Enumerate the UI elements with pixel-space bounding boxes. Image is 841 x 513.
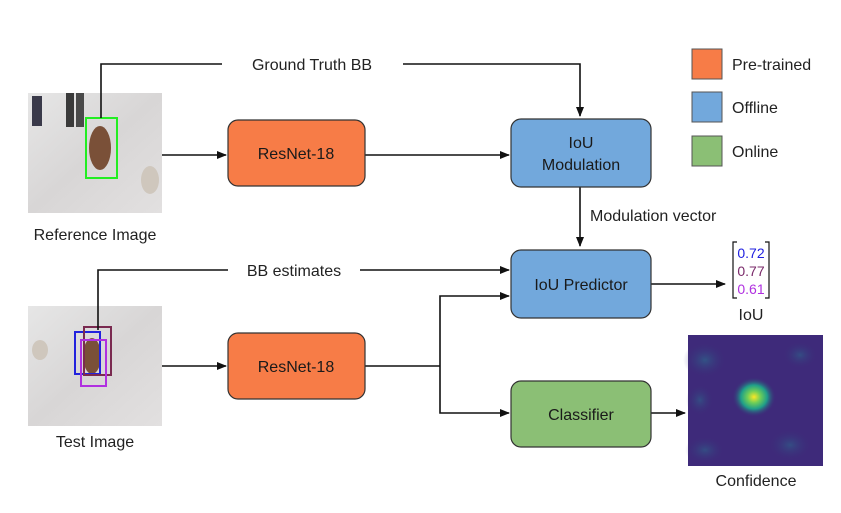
person-legs: [66, 93, 74, 127]
resnet-top-box: [227, 119, 366, 187]
legend-swatch-offline: [691, 91, 723, 123]
reference-image: [28, 93, 162, 213]
test-image: [28, 306, 162, 426]
resnet-bottom-box: [227, 332, 366, 400]
legend-label-offline: Offline: [732, 100, 778, 117]
test-image-caption: Test Image: [56, 434, 134, 451]
legend-swatch-pretrained: [691, 48, 723, 80]
confidence-peak: [732, 377, 776, 417]
confidence-map: [683, 335, 823, 466]
iou-modulation-label-line1: IoU: [569, 135, 594, 152]
legend-label-online: Online: [732, 144, 778, 161]
legend: Pre-trained Offline Online: [691, 48, 811, 167]
iou-caption: IoU: [739, 307, 764, 324]
iou-modulation-label-line2: Modulation: [542, 157, 620, 174]
right-bracket: [765, 241, 770, 299]
dog-shape: [89, 126, 111, 170]
iou-value-2: 0.77: [737, 263, 764, 279]
resnet-top-label: ResNet-18: [258, 146, 335, 163]
iou-modulation-box: [510, 118, 652, 188]
left-bracket: [732, 241, 737, 299]
iou-value-3: 0.61: [737, 281, 764, 297]
confidence-caption: Confidence: [716, 473, 797, 490]
iou-vector: 0.72 0.77 0.61: [732, 241, 770, 299]
iou-value-1: 0.72: [737, 245, 764, 261]
iou-predictor-label: IoU Predictor: [534, 277, 628, 294]
reference-image-caption: Reference Image: [34, 227, 157, 244]
dog-shape: [83, 338, 101, 374]
classifier-label: Classifier: [548, 407, 614, 424]
ground-truth-label: Ground Truth BB: [252, 57, 372, 74]
legend-label-pretrained: Pre-trained: [732, 57, 811, 74]
dog-shape: [141, 166, 159, 194]
connector-lines: [97, 63, 726, 417]
bb-estimate-box: [80, 339, 107, 387]
classifier-box: [510, 380, 652, 448]
legend-swatch-online: [691, 135, 723, 167]
iou-predictor-box: [510, 249, 652, 319]
person-legs: [32, 96, 42, 126]
person-legs: [76, 93, 84, 127]
resnet-bottom-label: ResNet-18: [258, 359, 335, 376]
dog-shape: [32, 340, 48, 360]
modulation-vector-label: Modulation vector: [590, 208, 717, 225]
bb-estimates-label: BB estimates: [247, 263, 341, 280]
